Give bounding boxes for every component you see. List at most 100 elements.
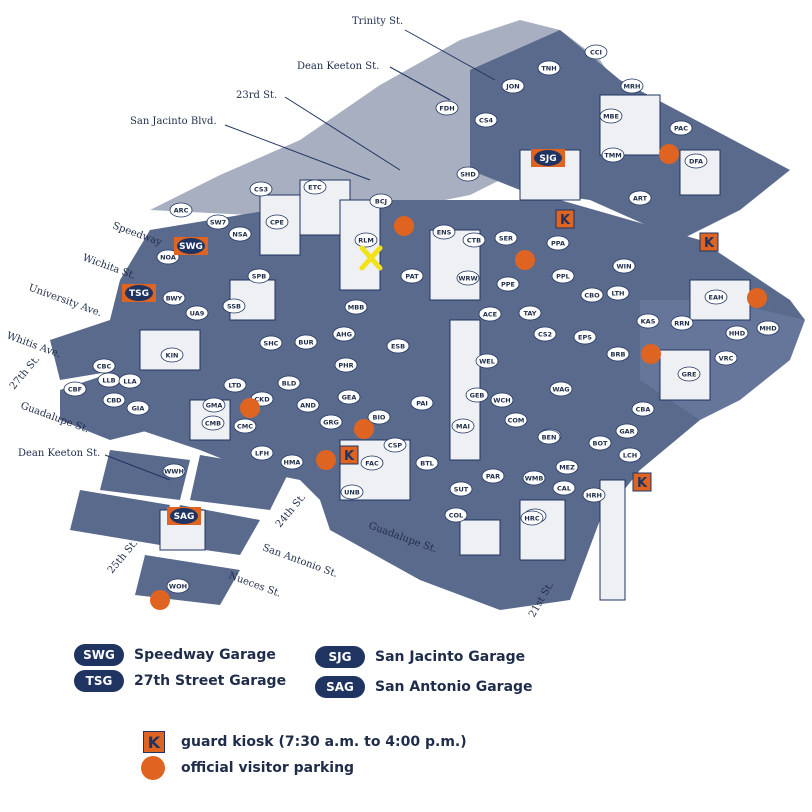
building-label-cmb: CMB xyxy=(201,415,225,431)
campus-map: Trinity St. Dean Keeton St. 23rd St. San… xyxy=(5,16,805,620)
svg-text:K: K xyxy=(704,236,715,251)
building-code: RLM xyxy=(358,236,374,244)
building-label-cbf: CBF xyxy=(63,381,87,397)
building-code: CBF xyxy=(68,385,82,393)
building-label-wmb: WMB xyxy=(522,470,546,486)
garage-name: San Jacinto Garage xyxy=(375,649,526,665)
building-label-shc: SHC xyxy=(259,335,283,351)
building-code: GAR xyxy=(619,427,634,435)
building-label-tmm: TMM xyxy=(601,147,625,163)
building-label-cba: CBA xyxy=(631,401,655,417)
building-code: EAH xyxy=(709,293,724,301)
visitor-parking-dot-icon xyxy=(316,450,336,470)
building-label-pac: PAC xyxy=(669,120,693,136)
garage-name: Speedway Garage xyxy=(134,647,276,663)
building-code: WWH xyxy=(164,467,184,475)
building-code: VRC xyxy=(719,354,734,362)
building-label-mai: MAI xyxy=(451,418,475,434)
building-code: PPE xyxy=(501,280,515,288)
building-label-mhd: MHD xyxy=(756,320,780,336)
building-code: CS4 xyxy=(479,116,494,124)
kiosk-text: guard kiosk (7:30 a.m. to 4:00 p.m.) xyxy=(181,734,467,750)
svg-text:K: K xyxy=(637,476,648,491)
building-code: MAI xyxy=(456,422,470,430)
street-lines xyxy=(104,29,496,481)
building-label-pai: PAI xyxy=(410,395,434,411)
legend-visitor: official visitor parking xyxy=(141,756,354,780)
street-label: San Antonio St. xyxy=(261,542,339,579)
street-label: Nueces St. xyxy=(227,570,282,599)
building-label-eps: EPS xyxy=(573,329,597,345)
block-sw-3 xyxy=(70,490,170,545)
building-code: SW7 xyxy=(210,218,226,226)
building-label-bwy: BWY xyxy=(162,290,186,306)
kiosk-icon: K xyxy=(143,731,165,753)
building-code: PHR xyxy=(338,361,353,369)
building-code: TNH xyxy=(541,64,556,72)
garage-code: TSG xyxy=(129,289,149,299)
building-label-wwh: WWH xyxy=(162,463,186,479)
building-label-hma: HMA xyxy=(280,454,304,470)
kiosk-marker-icon: K xyxy=(699,232,719,252)
building-label-wrw: WRW xyxy=(456,270,480,286)
building-label-cbc: CBC xyxy=(92,358,116,374)
building-label-hhd: HHD xyxy=(725,325,749,341)
building-code: CBD xyxy=(106,396,122,404)
building-label-ltd: LTD xyxy=(223,377,247,393)
garage-code-badge: SWG xyxy=(74,644,124,666)
visitor-parking-dot-icon xyxy=(515,250,535,270)
building-label-esb: ESB xyxy=(386,338,410,354)
building-label-rlm: RLM xyxy=(354,232,378,248)
svg-text:K: K xyxy=(344,449,355,464)
building-label-lth: LTH xyxy=(606,285,630,301)
building-code: ACE xyxy=(483,310,497,318)
garage-code: SJG xyxy=(539,154,556,164)
building-label-cci: CCI xyxy=(584,44,608,60)
building-label-rrn: RRN xyxy=(670,315,694,331)
building-label-ens: ENS xyxy=(432,224,456,240)
building-label-ben: BEN xyxy=(537,429,561,445)
building-label-spb: SPB xyxy=(247,268,271,284)
kiosk-marker-icon: K xyxy=(339,445,359,465)
building-label-gre: GRE xyxy=(677,366,701,382)
building-label-ace: ACE xyxy=(478,306,502,322)
building-code: BEN xyxy=(542,433,557,441)
building-label-wag: WAG xyxy=(549,381,573,397)
building-code: AHG xyxy=(336,330,352,338)
visitor-parking-dot-icon xyxy=(240,398,260,418)
building-code: GIA xyxy=(132,404,145,412)
building-code: KIN xyxy=(166,351,179,359)
street-label: 23rd St. xyxy=(236,90,277,101)
visitor-text: official visitor parking xyxy=(181,760,355,776)
building-label-tay: TAY xyxy=(518,305,542,321)
building-label-bur: BUR xyxy=(294,334,318,350)
building-code: AND xyxy=(300,401,316,409)
building-code: SUT xyxy=(454,485,469,493)
visitor-parking-dot-icon xyxy=(641,344,661,364)
building-code: GMA xyxy=(206,401,223,409)
building-label-cmc: CMC xyxy=(233,418,257,434)
building-label-ppl: PPL xyxy=(551,268,575,284)
building-code: CPE xyxy=(270,218,284,226)
building-code: CSP xyxy=(388,441,403,449)
building-label-fac: FAC xyxy=(360,455,384,471)
building-code: SPB xyxy=(252,272,266,280)
building-label-sw7: SW7 xyxy=(206,214,230,230)
building-label-gea: GEA xyxy=(337,389,361,405)
building-code: TMM xyxy=(604,151,621,159)
building-label-and: AND xyxy=(296,397,320,413)
street-label: San Jacinto Blvd. xyxy=(130,116,217,127)
building-label-art: ART xyxy=(628,190,652,206)
building-label-ppa: PPA xyxy=(546,235,570,251)
building-label-lfh: LFH xyxy=(250,445,274,461)
building-label-mrh: MRH xyxy=(620,78,644,94)
building-code: BTL xyxy=(420,459,434,467)
garage-name: San Antonio Garage xyxy=(375,679,533,695)
building-label-woh: WOH xyxy=(166,578,190,594)
building-code: UNB xyxy=(344,488,360,496)
building-code: PAC xyxy=(674,124,688,132)
building-code: EPS xyxy=(578,333,592,341)
building-label-mbe: MBE xyxy=(599,108,623,124)
building-label-cs2: CS2 xyxy=(533,326,557,342)
